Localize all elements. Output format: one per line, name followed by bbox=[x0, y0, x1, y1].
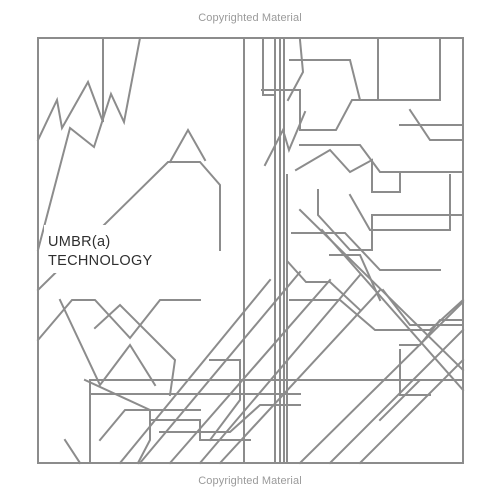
copyright-watermark-top: Copyrighted Material bbox=[198, 12, 302, 24]
copyright-watermark-bottom: Copyrighted Material bbox=[198, 475, 302, 487]
book-title-line-2: TECHNOLOGY bbox=[48, 253, 153, 269]
book-title: UMBR(a) TECHNOLOGY bbox=[48, 233, 153, 271]
book-title-line-1: UMBR(a) bbox=[48, 234, 111, 250]
